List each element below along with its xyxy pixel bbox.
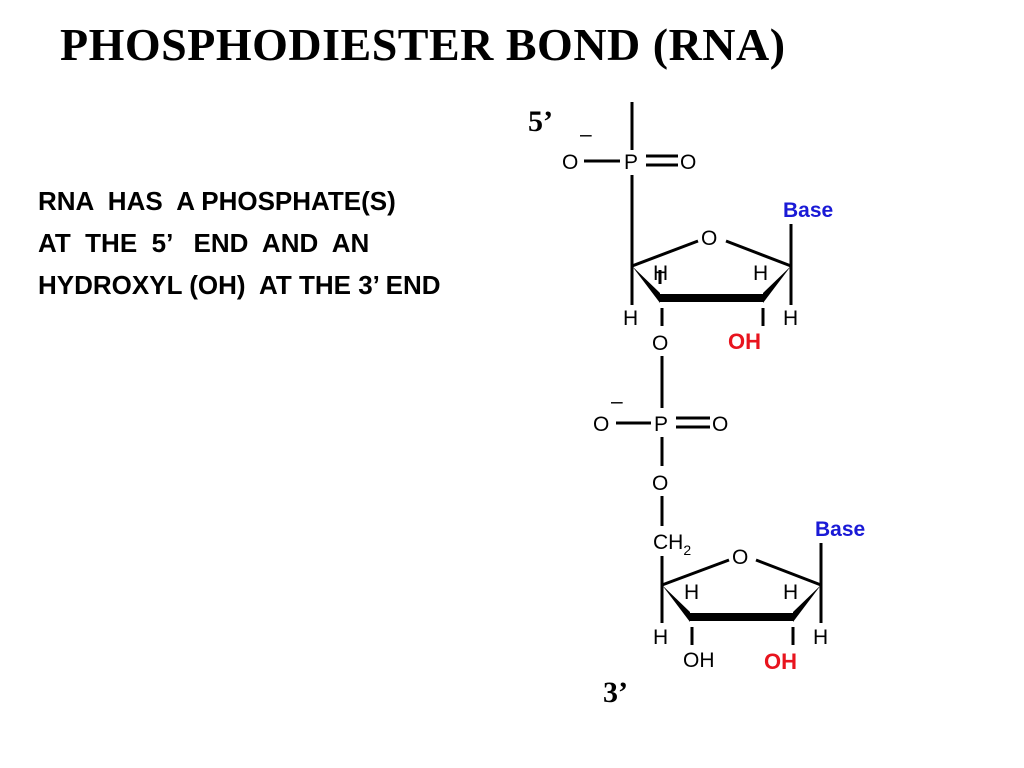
ring-1-h-c3-up: H <box>653 262 668 285</box>
ring-1-oxygen: O <box>701 227 717 250</box>
phosphate-1-p: P <box>624 151 638 174</box>
three-prime-label: 3’ <box>603 676 628 709</box>
ring-2-h-c3-up: H <box>684 581 699 604</box>
base-2-label: Base <box>815 518 865 541</box>
linking-phosphate: – O P O O CH2 <box>593 356 728 558</box>
phosphate-2-o-bottom: O <box>652 472 668 495</box>
ring-2-wedge-left <box>662 585 690 622</box>
description-line-1: RNA HAS A PHOSPHATE(S) <box>38 186 396 216</box>
top-nucleotide: 5’ – O P O O Base H H H H O <box>528 102 833 355</box>
phosphate-2-o-right: O <box>712 413 728 436</box>
c2-hydroxyl-1: OH <box>728 329 761 354</box>
ring-2-o-c1-bond <box>755 558 822 587</box>
phosphate-1-o-left: O <box>562 151 578 174</box>
ring-2-h-c2-up: H <box>783 581 798 604</box>
ring-1-h-c2-up: H <box>753 262 768 285</box>
phosphate-1-o-right: O <box>680 151 696 174</box>
description-line-3: HYDROXYL (OH) AT THE 3’ END <box>38 270 441 300</box>
description-line-2: AT THE 5’ END AND AN <box>38 228 370 258</box>
phosphate-2-o-left: O <box>593 413 609 436</box>
page-title: PHOSPHODIESTER BOND (RNA) <box>60 19 786 70</box>
ring-1-wedge-left <box>632 266 660 303</box>
ring-2-h-c4: H <box>653 626 668 649</box>
ring-1-h-c1: H <box>783 307 798 330</box>
c2-hydroxyl-2: OH <box>764 649 797 674</box>
description-text: RNA HAS A PHOSPHATE(S) AT THE 5’ END AND… <box>38 180 441 306</box>
ring-2-oxygen: O <box>732 546 748 569</box>
ring-1-c4-o-bond <box>631 239 699 268</box>
ring-1-o-c1-bond <box>725 239 792 268</box>
ch2-group: CH2 <box>653 531 691 558</box>
ring-1-h-c4: H <box>623 307 638 330</box>
ring-2-wedge-right <box>793 585 821 622</box>
c3-linking-oxygen: O <box>652 332 668 355</box>
ring-2-c4-o-bond <box>661 558 730 587</box>
phosphate-1-charge: – <box>580 123 592 146</box>
ring-2-h-c1: H <box>813 626 828 649</box>
phosphate-2-p: P <box>654 413 668 436</box>
ring-1-wedge-right <box>763 266 791 303</box>
base-1-label: Base <box>783 199 833 222</box>
c3-hydroxyl-3-prime: OH <box>683 649 715 672</box>
bottom-nucleotide: O Base H H H H OH OH 3’ <box>603 518 865 709</box>
five-prime-label: 5’ <box>528 105 553 138</box>
phosphate-2-charge: – <box>611 390 623 413</box>
